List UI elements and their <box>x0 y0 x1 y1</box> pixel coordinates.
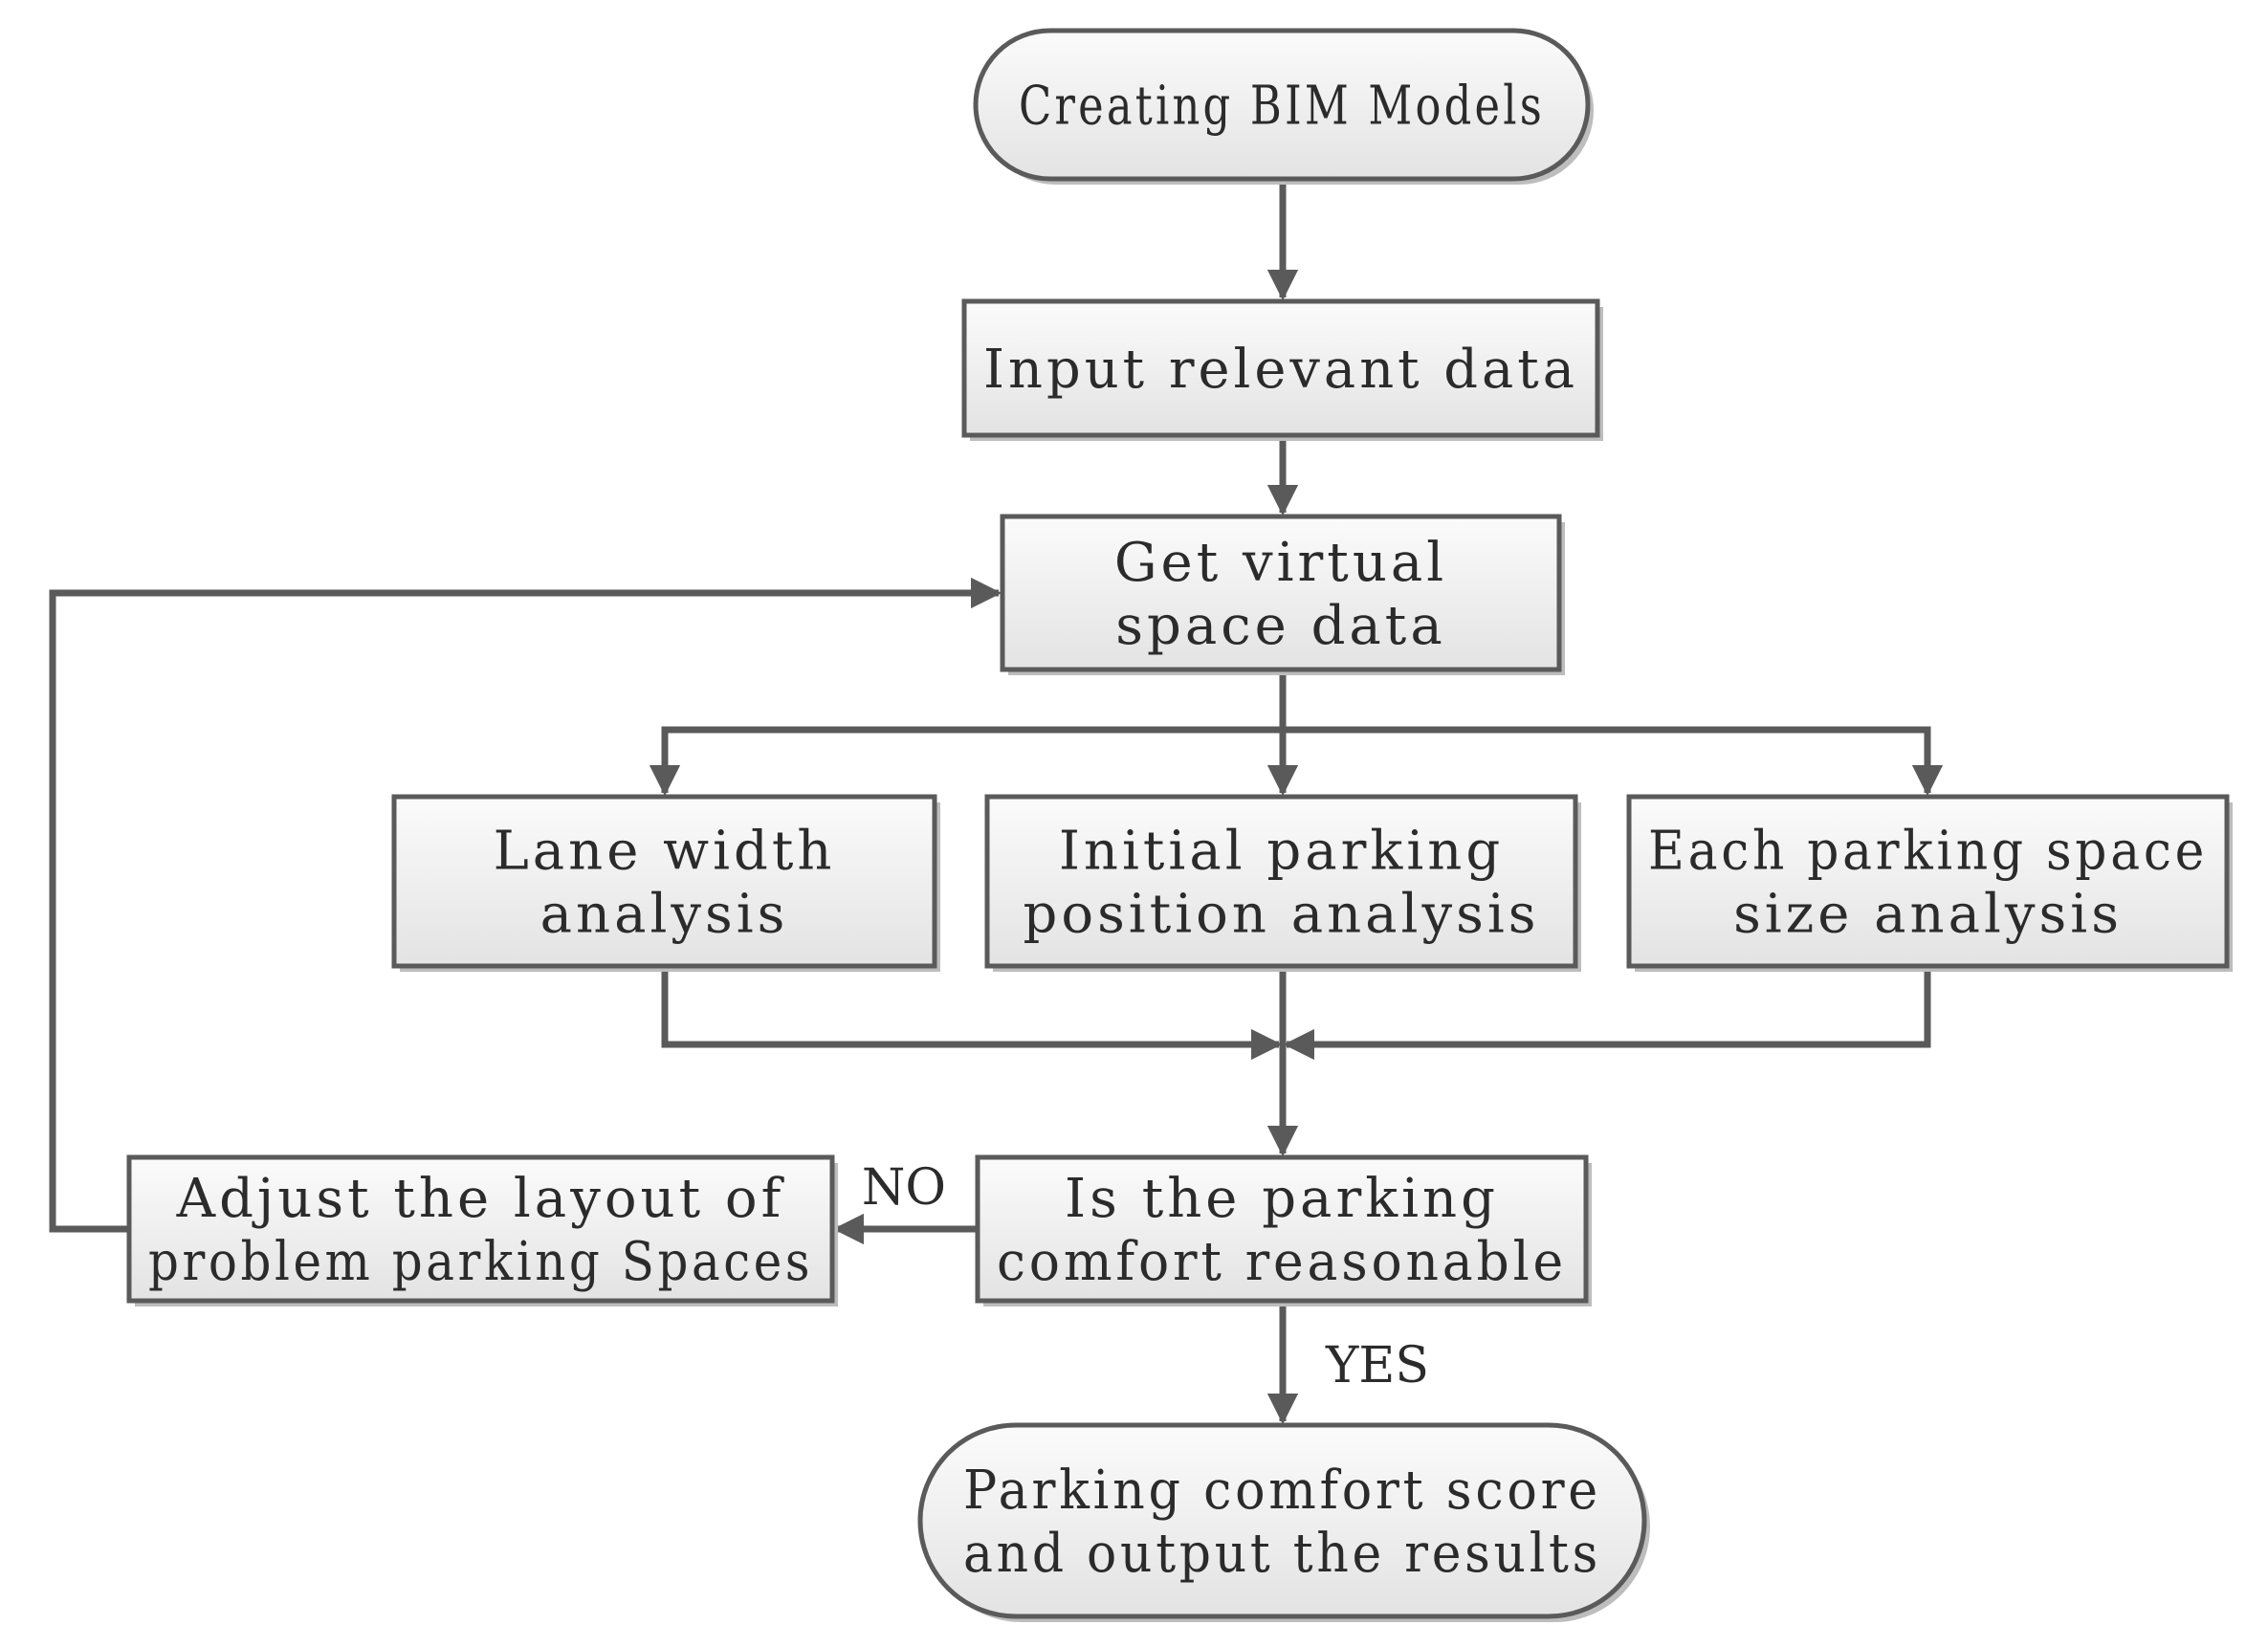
edge-label-yes: YES <box>1325 1337 1429 1394</box>
start-box <box>973 28 1591 182</box>
edge-virtual-to-size <box>1279 670 1944 797</box>
decision-label-line-2: comfort reasonable <box>997 1231 1567 1293</box>
size-label-line-2: size analysis <box>1733 884 2123 946</box>
edge-label-no: NO <box>862 1159 946 1217</box>
input-label-line-1: Input relevant data <box>983 339 1578 401</box>
decision-box <box>975 1154 1589 1304</box>
edges-layer <box>49 179 1944 1425</box>
end-box <box>917 1422 1647 1619</box>
lane-label-line-1: Lane width <box>494 821 836 883</box>
edge-size-to-decision <box>1283 966 1931 1061</box>
start-label-line-1: Creating BIM Models <box>1019 76 1545 138</box>
virtual-label-line-1: Get virtual <box>1114 532 1447 594</box>
lane-box <box>391 794 937 969</box>
decision-label-line-1: Is the parking <box>1065 1168 1499 1230</box>
node-input: Input relevant data <box>961 298 1603 441</box>
virtual-box <box>1000 514 1562 672</box>
virtual-label-line-2: space data <box>1115 595 1445 657</box>
edge-lane-to-decision <box>661 966 1283 1061</box>
edge-virtual-to-lane <box>649 670 1287 797</box>
edge-adjust-to-virtual <box>49 577 1002 1233</box>
size-label-line-1: Each parking space <box>1648 821 2208 883</box>
input-box <box>961 298 1600 438</box>
adjust-label-line-2: problem parking Spaces <box>148 1231 813 1293</box>
lane-label-line-2: analysis <box>540 884 789 946</box>
end-label-line-2: and output the results <box>963 1523 1601 1585</box>
adjust-box <box>126 1154 835 1304</box>
initial-box <box>984 794 1578 969</box>
size-box <box>1626 794 2230 969</box>
initial-label-line-2: position analysis <box>1024 884 1540 946</box>
adjust-label-line-1: Adjust the layout of <box>176 1168 785 1230</box>
edge-labels-layer: NO YES <box>862 1159 1429 1394</box>
node-start: Creating BIM Models <box>973 28 1594 185</box>
initial-label-line-1: Initial parking <box>1059 821 1504 883</box>
end-label-line-1: Parking comfort score <box>963 1460 1601 1522</box>
